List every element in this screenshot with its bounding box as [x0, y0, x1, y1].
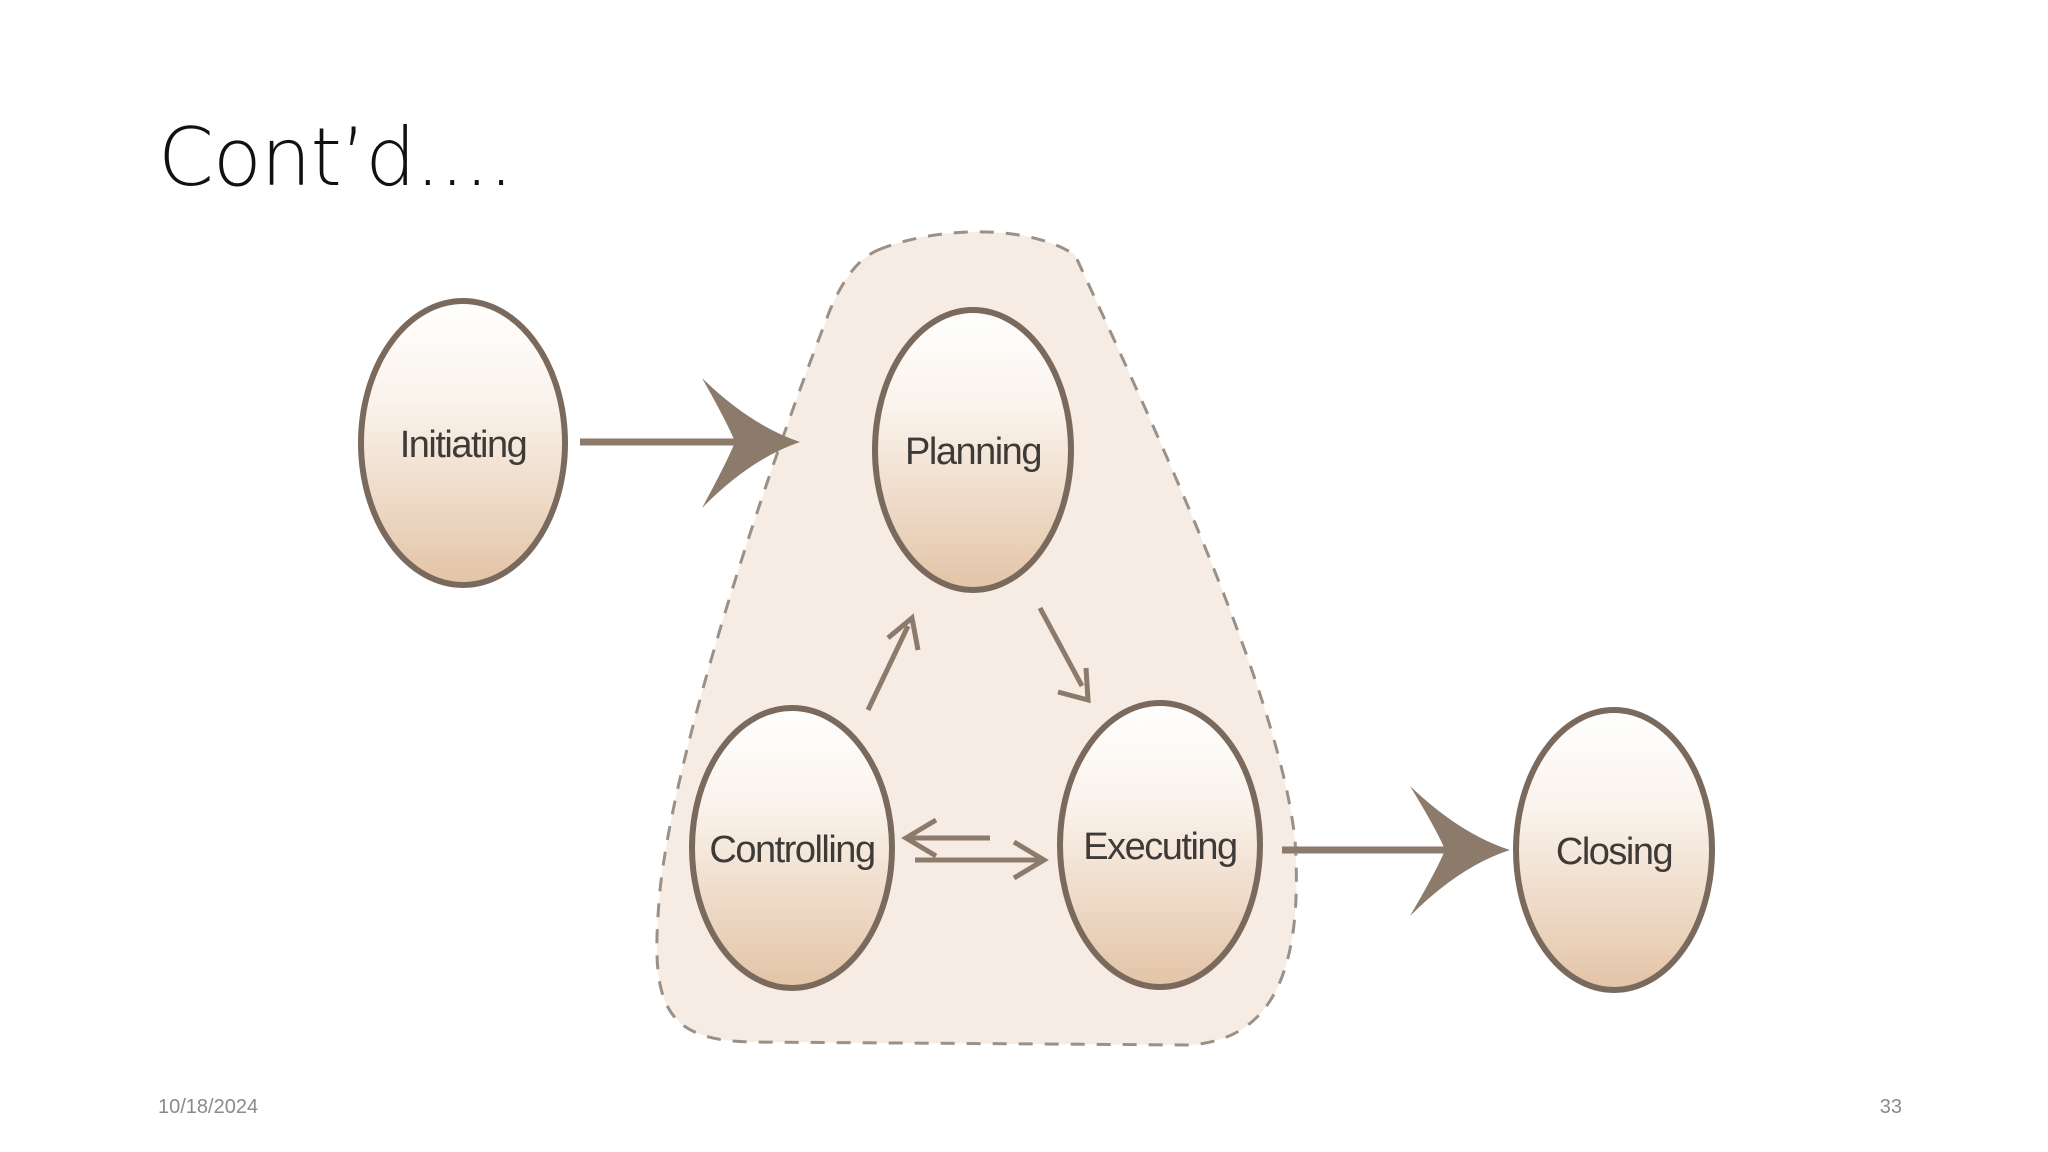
process-group-diagram: Initiating Planning Controlling Executin… [358, 230, 1715, 1047]
node-closing: Closing [1513, 707, 1715, 993]
node-planning: Planning [872, 307, 1074, 593]
node-controlling: Controlling [689, 705, 895, 991]
node-initiating: Initiating [358, 298, 568, 588]
arrow-controlling-to-executing [915, 839, 1049, 881]
node-planning-label: Planning [905, 431, 1041, 473]
slide-title: Cont’d.... [158, 111, 514, 204]
node-initiating-label: Initiating [400, 424, 527, 466]
node-executing: Executing [1057, 700, 1263, 990]
node-closing-label: Closing [1556, 831, 1672, 873]
arrow-executing-to-controlling [901, 817, 990, 859]
slide-date: 10/18/2024 [158, 1096, 259, 1118]
arrow-initiating-to-planning [580, 378, 800, 508]
arrow-executing-to-closing [1282, 786, 1510, 916]
arrow-planning-to-executing [1037, 606, 1091, 704]
slide-page-number: 33 [1879, 1096, 1902, 1118]
node-controlling-label: Controlling [709, 829, 874, 871]
node-executing-label: Executing [1083, 826, 1236, 868]
arrow-controlling-to-planning [865, 613, 921, 712]
